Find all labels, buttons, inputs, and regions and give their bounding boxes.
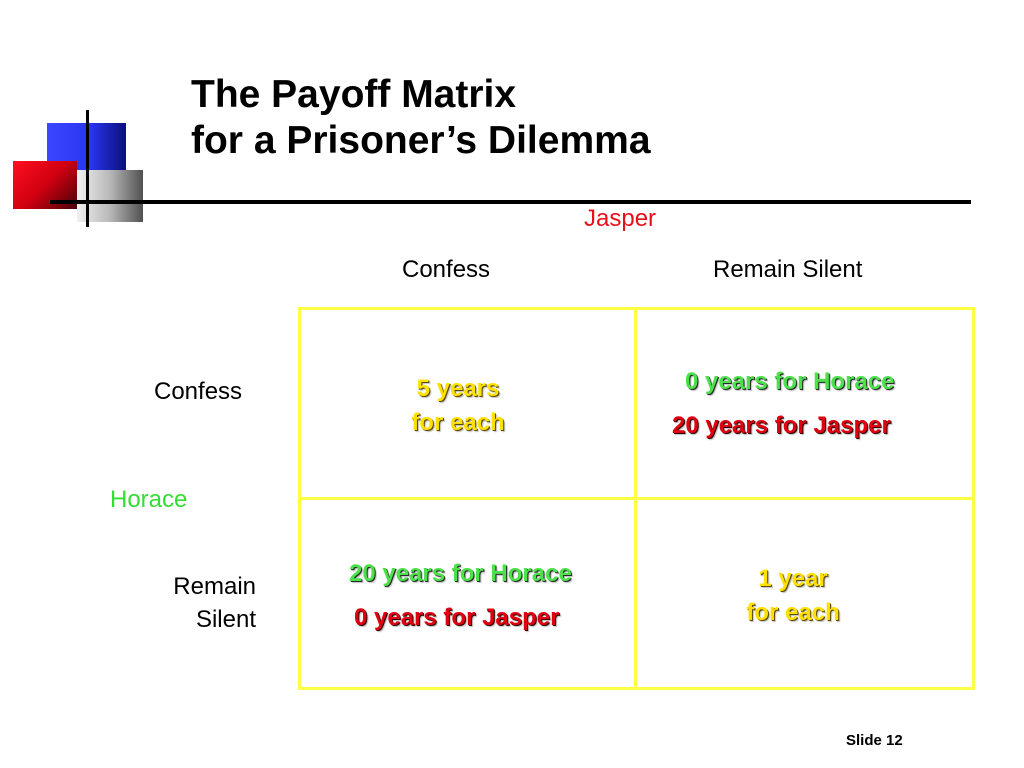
row-header-remain-silent: Remain Silent xyxy=(154,570,256,636)
slide-title: The Payoff Matrix for a Prisoner’s Dilem… xyxy=(191,72,651,164)
grid-horizontal-divider xyxy=(298,497,972,500)
row-header-silent-line-2: Silent xyxy=(195,606,256,633)
cell-silent-confess-jasper: 0 years for Jasper xyxy=(354,604,560,631)
cell-confess-confess-line-1: 5 years xyxy=(416,375,500,402)
cell-silent-silent: 1 year for each xyxy=(733,562,853,630)
row-header-confess: Confess xyxy=(154,378,243,405)
column-player-label: Jasper xyxy=(584,205,657,232)
logo-vertical-line xyxy=(86,110,89,227)
cell-silent-silent-line-2: for each xyxy=(746,599,840,626)
column-header-confess: Confess xyxy=(402,256,491,283)
column-header-remain-silent: Remain Silent xyxy=(713,256,863,283)
cell-confess-silent-jasper: 20 years for Jasper xyxy=(672,412,891,439)
slide-number: Slide 12 xyxy=(846,732,903,749)
cell-confess-silent-horace: 0 years for Horace xyxy=(685,368,895,395)
cell-confess-confess: 5 years for each xyxy=(398,372,518,440)
cell-silent-silent-line-1: 1 year xyxy=(758,565,828,592)
cell-silent-confess-horace: 20 years for Horace xyxy=(349,560,572,587)
row-header-silent-line-1: Remain xyxy=(173,573,256,600)
title-underline xyxy=(50,200,971,204)
row-player-label: Horace xyxy=(110,486,188,513)
title-line-2: for a Prisoner’s Dilemma xyxy=(191,119,651,162)
title-line-1: The Payoff Matrix xyxy=(191,73,517,116)
cell-confess-confess-line-2: for each xyxy=(411,409,505,436)
